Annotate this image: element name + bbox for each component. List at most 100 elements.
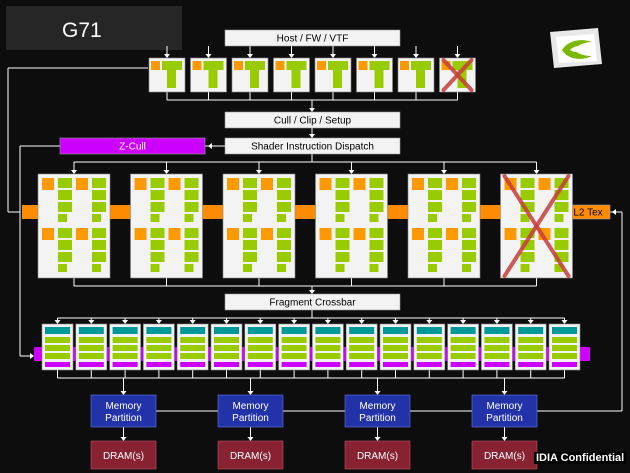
fragment-texture-block (168, 228, 181, 240)
rop-input-arrow (426, 320, 433, 324)
rop-teal-block (416, 327, 442, 334)
vertex-alu-top (369, 61, 390, 70)
quad-input-arrow (256, 170, 262, 174)
vertex-input-arrow (371, 54, 378, 58)
memory-partition (471, 394, 538, 428)
rop-green-b (180, 345, 206, 351)
diagram-title: G71 (62, 19, 102, 42)
fragment-alu-a (58, 228, 72, 238)
rop-input-arrow (561, 320, 568, 324)
rop-magenta-block (180, 362, 206, 367)
fragment-alu-c (335, 202, 350, 212)
fragment-texture-block (446, 228, 458, 240)
vertex-alu-stem (167, 70, 176, 88)
fragment-alu-b (277, 240, 291, 250)
fragment-alu-b (58, 190, 72, 200)
rop-green-b (383, 345, 408, 351)
rop-green-a (416, 337, 442, 343)
fragment-alu-d (335, 264, 345, 272)
memory-input-arrow (374, 391, 381, 395)
rop-magenta-block (450, 362, 476, 367)
fragment-alu-c (184, 202, 199, 212)
rop-green-c (315, 353, 341, 359)
rop-green-c (349, 353, 375, 359)
fragment-alu-c (428, 252, 442, 262)
dram-input-arrow (501, 437, 508, 441)
zcull-arrow (208, 143, 212, 149)
dram-label: DRAM(s) (484, 451, 525, 462)
fragment-alu-b (92, 240, 106, 250)
fragment-texture-block (353, 228, 366, 240)
fragment-alu-b (428, 190, 442, 200)
dram-input-arrow (374, 437, 381, 441)
fragment-alu-c (184, 252, 199, 262)
vertex-texture-block (358, 61, 368, 70)
fragment-alu-d (277, 264, 286, 272)
fragment-alu-d (58, 264, 67, 272)
fragment-alu-d (520, 214, 530, 222)
fragment-alu-a (369, 178, 384, 188)
fragment-alu-d (520, 264, 530, 272)
rop-green-a (450, 337, 476, 343)
fragment-alu-c (92, 202, 106, 212)
fragment-alu-a (243, 178, 257, 188)
fragment-texture-block (76, 228, 88, 240)
fragment-alu-c (462, 252, 476, 262)
crossbar-input-arrow (309, 290, 315, 294)
disabled-cross-icon-stroke-b (441, 58, 474, 92)
rop-input-arrow (460, 320, 467, 324)
fragment-crossbar-block-label: Fragment Crossbar (269, 298, 356, 309)
fragment-alu-d (462, 214, 471, 222)
rop-green-a (349, 337, 375, 343)
fragment-texture-block (168, 178, 181, 190)
fragment-alu-d (428, 214, 437, 222)
fragment-texture-block (227, 228, 239, 240)
fragment-alu-c (92, 252, 106, 262)
disabled-cross-icon (502, 174, 571, 278)
fragment-alu-d (150, 264, 160, 272)
nvidia-logo-icon (550, 28, 602, 68)
fragment-alu-c (150, 252, 165, 262)
fragment-alu-c (462, 202, 476, 212)
rop-green-c (146, 353, 172, 359)
vertex-alu-stem (333, 70, 342, 88)
fragment-alu-c (369, 252, 384, 262)
z-cull-block-label: Z-Cull (119, 142, 146, 153)
fragment-texture-block (227, 178, 239, 190)
dram-input-arrow (247, 437, 254, 441)
vertex-input-arrow (288, 54, 295, 58)
fragment-alu-a (462, 228, 476, 238)
vertex-alu-top (286, 61, 307, 70)
rop-green-c (180, 353, 206, 359)
rop-teal-block (146, 327, 172, 334)
fragment-alu-a (520, 228, 535, 238)
fragment-alu-c (335, 252, 350, 262)
vertex-input-arrow (205, 54, 212, 58)
vertex-alu-stem (374, 70, 384, 88)
cull-clip-setup-block (224, 111, 401, 129)
rop-input-arrow (291, 320, 298, 324)
fragment-alu-a (150, 228, 165, 238)
fragment-texture-block (412, 228, 424, 240)
fragment-alu-a (335, 178, 350, 188)
rop-input-arrow (155, 320, 162, 324)
fragment-alu-b (184, 240, 199, 250)
fragment-alu-a (554, 228, 569, 238)
fragment-texture-block (353, 178, 366, 190)
rop-input-arrow (88, 320, 95, 324)
rop-green-b (112, 345, 138, 351)
fragment-alu-d (277, 214, 286, 222)
fragment-alu-a (184, 228, 199, 238)
dram-block (217, 440, 284, 470)
vertex-texture-block (317, 61, 326, 70)
fragment-alu-d (554, 214, 564, 222)
rop-teal-block (281, 327, 307, 334)
memory-partition (90, 394, 157, 428)
memory-partition-label-bottom: Partition (105, 413, 142, 424)
fragment-alu-b (554, 240, 569, 250)
rop-teal-block (112, 327, 138, 334)
fragment-alu-a (150, 178, 165, 188)
vertex-input-arrow (454, 54, 461, 58)
